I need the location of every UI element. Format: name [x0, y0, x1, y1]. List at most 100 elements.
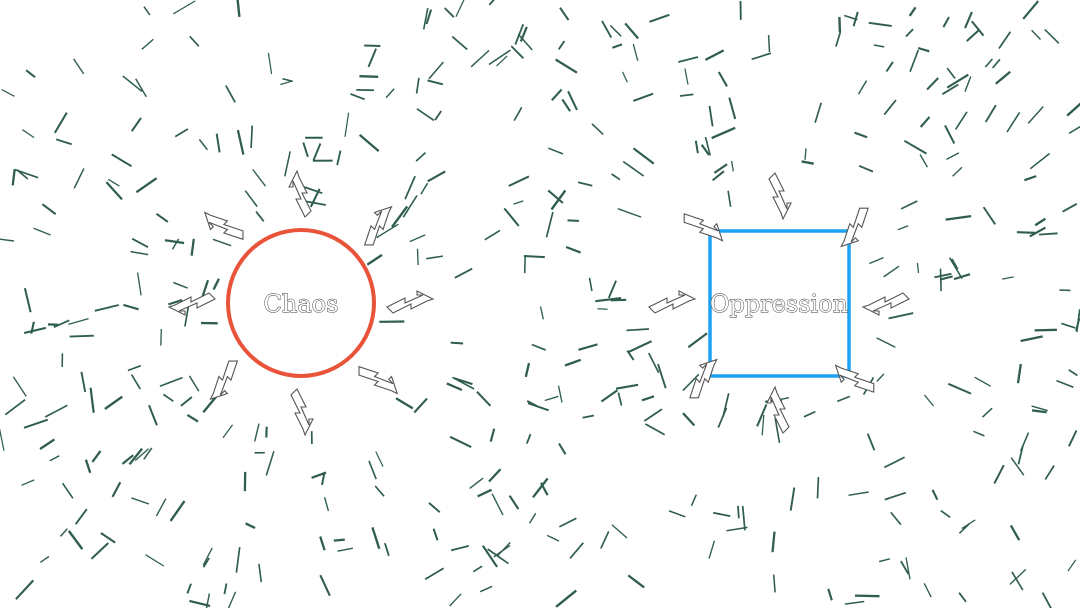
field-line-dash [319, 536, 326, 551]
field-line-dash [700, 144, 710, 156]
field-line-dash [215, 133, 221, 153]
field-line-dash [173, 0, 196, 15]
field-line-dash [546, 534, 560, 542]
field-line-dash [148, 404, 158, 426]
field-line-dash [336, 150, 342, 166]
field-line-dash [523, 255, 526, 274]
field-line-dash [358, 134, 380, 152]
field-line-dash [964, 76, 972, 92]
field-line-dash [55, 138, 72, 146]
field-line-dash [578, 343, 598, 351]
field-line-dash [905, 557, 911, 580]
field-line-dash [212, 278, 220, 291]
field-line-dash [254, 423, 260, 442]
field-line-dash [280, 80, 293, 86]
field-line-dash [946, 67, 956, 79]
field-line-dash [1068, 430, 1078, 447]
field-line-dash [726, 526, 748, 532]
field-line-dash [772, 574, 776, 593]
chaos-node: Chaos [226, 228, 376, 378]
field-line-dash [12, 376, 27, 397]
field-line-dash [141, 38, 154, 50]
field-line-dash [908, 6, 917, 17]
field-line-dash [1034, 217, 1047, 227]
field-line-dash [303, 186, 323, 195]
field-line-dash [53, 319, 70, 328]
field-line-dash [282, 78, 293, 83]
field-line-dash [155, 212, 169, 223]
field-line-dash [995, 70, 1011, 85]
field-line-dash [1034, 328, 1057, 332]
field-line-dash [617, 392, 623, 406]
field-line-dash [567, 90, 578, 111]
field-line-dash [427, 79, 444, 86]
field-line-dash [21, 479, 35, 486]
field-line-dash [385, 88, 395, 99]
field-line-dash [626, 328, 649, 332]
field-line-dash [451, 35, 468, 51]
field-line-dash [517, 33, 533, 51]
field-line-dash [496, 55, 508, 67]
field-line-dash [524, 362, 531, 378]
field-line-dash [1027, 106, 1044, 124]
field-line-dash [41, 203, 57, 216]
field-line-dash [143, 447, 153, 460]
field-line-dash [789, 487, 796, 511]
lightning-bolt-icon [386, 290, 435, 314]
field-line-dash [100, 532, 116, 544]
field-line-dash [11, 169, 16, 186]
field-line-dash [615, 383, 639, 390]
field-line-dash [0, 238, 14, 242]
field-line-dash [319, 574, 331, 597]
field-line-dash [420, 182, 429, 195]
field-line-dash [713, 163, 728, 174]
field-line-dash [212, 238, 232, 247]
field-line-dash [1016, 363, 1022, 384]
field-line-dash [632, 43, 639, 61]
field-line-dash [627, 574, 645, 589]
field-line-dash [449, 435, 472, 449]
field-line-dash [4, 399, 26, 416]
field-line-dash [854, 594, 880, 598]
field-line-dash [1056, 379, 1074, 389]
field-line-dash [923, 394, 935, 407]
field-line-dash [993, 464, 1005, 484]
field-line-dash [513, 200, 524, 205]
field-line-dash [941, 83, 959, 95]
field-line-dash [258, 563, 263, 583]
field-line-dash [890, 511, 902, 526]
field-line-dash [344, 112, 350, 137]
field-line-dash [926, 77, 939, 91]
field-line-dash [687, 332, 708, 349]
field-line-dash [366, 253, 383, 266]
lightning-bolt-icon [358, 365, 399, 395]
field-line-dash [250, 125, 254, 149]
field-line-dash [416, 248, 419, 266]
lightning-bolt-icon [689, 358, 718, 399]
lightning-bolt-icon [861, 292, 910, 316]
field-line-dash [25, 69, 36, 79]
field-line-dash [488, 0, 495, 6]
field-line-dash [525, 433, 532, 444]
field-line-dash [610, 298, 627, 302]
field-line-dash [84, 459, 92, 474]
field-line-dash [973, 430, 985, 437]
field-line-dash [558, 442, 567, 455]
field-line-dash [767, 35, 771, 53]
field-line-dash [267, 52, 273, 75]
field-line-dash [900, 200, 918, 210]
field-line-dash [982, 206, 997, 225]
field-line-dash [450, 545, 470, 552]
field-line-dash [1068, 369, 1078, 377]
field-line-dash [567, 219, 579, 222]
field-line-dash [945, 215, 972, 221]
field-line-dash [682, 373, 700, 392]
field-line-dash [470, 49, 490, 68]
field-line-dash [488, 49, 511, 66]
field-line-dash [159, 376, 183, 387]
field-line-dash [942, 16, 950, 28]
field-line-dash [22, 129, 35, 139]
field-line-dash [883, 456, 905, 469]
field-line-dash [1031, 29, 1042, 40]
field-line-dash [128, 447, 144, 466]
